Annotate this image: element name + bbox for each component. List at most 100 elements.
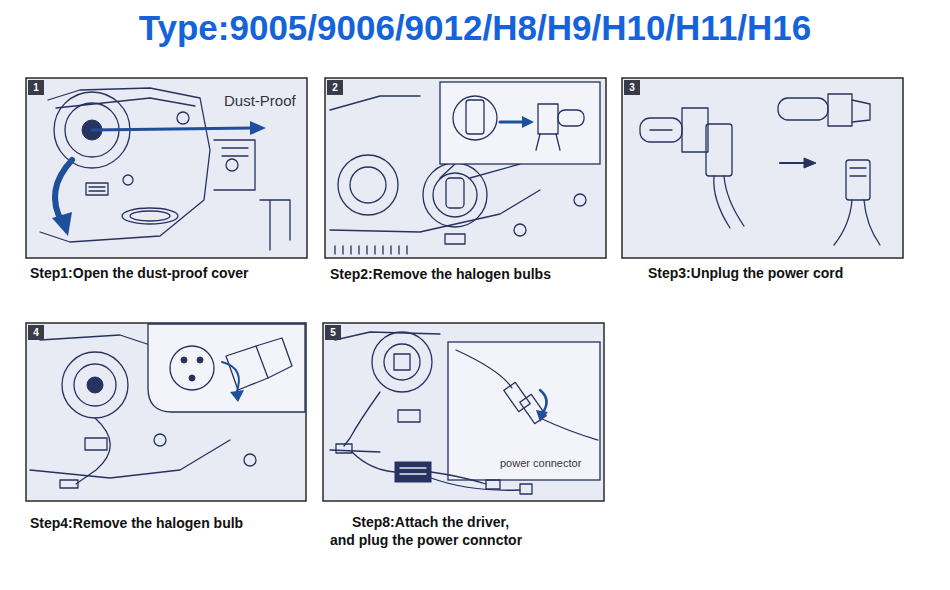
headlight-drawing bbox=[395, 462, 431, 482]
headlight-drawing bbox=[486, 480, 500, 489]
headlight-drawing bbox=[574, 194, 586, 206]
headlight-drawing bbox=[130, 211, 170, 221]
part-label: power connector bbox=[500, 456, 581, 470]
direction-arrow bbox=[52, 121, 266, 236]
headlight-drawing bbox=[154, 434, 166, 446]
step-panel: 2Step2:Remove the halogen bulbs bbox=[325, 78, 606, 288]
headlight-drawing bbox=[445, 234, 465, 244]
headlight-drawing bbox=[197, 357, 203, 363]
step-caption: Step1:Open the dust-proof cover bbox=[30, 264, 249, 282]
headlight-drawing bbox=[400, 468, 426, 474]
headlight-drawing bbox=[122, 208, 178, 224]
direction-arrow bbox=[500, 121, 524, 124]
step-caption: Step2:Remove the halogen bulbs bbox=[330, 265, 551, 283]
step-panel: 5 power connectorStep8:Attach the driver,… bbox=[323, 323, 604, 563]
headlight-drawing bbox=[226, 346, 268, 390]
headlight-drawing bbox=[89, 187, 105, 191]
headlight-drawing bbox=[440, 82, 600, 164]
callout-number: 2 bbox=[327, 80, 343, 95]
headlight-drawing bbox=[76, 418, 110, 484]
bulb-drawing bbox=[682, 108, 708, 152]
headlight-drawing bbox=[384, 344, 420, 380]
step-panel: 1Dust-ProofStep1:Open the dust-proof cov… bbox=[26, 78, 307, 288]
headlight-drawing bbox=[423, 163, 487, 227]
headlight-drawing bbox=[344, 392, 380, 446]
headlight-drawing bbox=[540, 418, 598, 440]
headlight-drawing bbox=[336, 444, 352, 453]
headlight-drawing bbox=[30, 324, 305, 488]
headlight-drawing bbox=[504, 382, 530, 411]
headlight-drawing bbox=[372, 332, 432, 392]
direction-arrow bbox=[522, 116, 534, 128]
bulb-drawing bbox=[828, 94, 852, 126]
headlight-drawing bbox=[177, 112, 189, 124]
panel-frame bbox=[622, 78, 903, 258]
direction-arrow bbox=[230, 390, 244, 402]
part-label: Dust-Proof bbox=[224, 92, 296, 110]
direction-arrow bbox=[222, 362, 244, 402]
headlight-drawing bbox=[352, 452, 520, 490]
bulb-drawing bbox=[640, 94, 880, 245]
headlight-drawing bbox=[40, 88, 290, 250]
direction-arrow bbox=[540, 390, 547, 414]
headlight-drawing bbox=[394, 354, 410, 370]
bulb-drawing bbox=[650, 129, 672, 130]
headlight-drawing bbox=[330, 332, 440, 452]
headlight-drawing bbox=[85, 438, 107, 450]
panel-frame bbox=[26, 78, 307, 258]
headlight-drawing bbox=[456, 350, 512, 388]
headlight-drawing bbox=[56, 98, 195, 108]
headlight-drawing bbox=[181, 357, 187, 363]
bulb-drawing bbox=[778, 98, 828, 120]
headlight-drawing bbox=[86, 183, 108, 195]
headlight-drawing bbox=[514, 224, 526, 236]
headlight-drawing bbox=[398, 410, 420, 422]
panel-frame bbox=[323, 323, 604, 501]
headlight-drawing bbox=[558, 110, 584, 126]
headlight-drawing bbox=[260, 200, 290, 250]
direction-arrow bbox=[55, 160, 72, 222]
step-caption: Step8:Attach the driver, and plug the po… bbox=[330, 513, 530, 549]
headlight-drawing bbox=[453, 96, 497, 140]
headlight-drawing bbox=[226, 159, 238, 171]
direction-arrow bbox=[780, 158, 816, 168]
headlight-drawing bbox=[62, 352, 128, 418]
headlight-drawing bbox=[87, 377, 103, 393]
headlight-drawing bbox=[123, 175, 133, 185]
step-panel: 4Step4:Remove the halogen bulb bbox=[26, 323, 306, 538]
headlight-drawing bbox=[338, 155, 398, 215]
headlight-drawing bbox=[214, 140, 255, 190]
headlight-drawing bbox=[74, 364, 116, 406]
callout-number: 3 bbox=[624, 80, 640, 95]
bulb-drawing bbox=[706, 124, 732, 176]
direction-arrow bbox=[804, 158, 816, 168]
headlight-drawing bbox=[244, 454, 256, 466]
headlight-drawing bbox=[466, 100, 484, 134]
panel-frame bbox=[325, 78, 606, 258]
headlight-drawing bbox=[256, 338, 292, 378]
headlight-drawing bbox=[40, 88, 210, 242]
callout-number: 1 bbox=[28, 80, 44, 95]
headlight-drawing bbox=[189, 375, 195, 381]
headlight-drawing bbox=[335, 246, 407, 254]
direction-arrow bbox=[92, 128, 252, 130]
callout-number: 4 bbox=[28, 325, 44, 340]
panel-frame bbox=[26, 78, 903, 501]
headlight-drawing bbox=[350, 167, 386, 203]
step-caption: Step4:Remove the halogen bulb bbox=[30, 514, 243, 532]
headlight-drawing bbox=[446, 178, 464, 208]
direction-arrow bbox=[222, 362, 239, 394]
bulb-drawing bbox=[834, 200, 880, 245]
panel-frame bbox=[26, 323, 306, 501]
callout-number: 5 bbox=[325, 325, 341, 340]
direction-arrow bbox=[52, 212, 72, 236]
headlight-drawing bbox=[520, 484, 532, 494]
headlight-drawing bbox=[538, 104, 558, 134]
bulb-drawing bbox=[640, 118, 682, 142]
headlight-drawing bbox=[448, 342, 600, 480]
headlight-drawing bbox=[440, 164, 520, 178]
bulb-drawing bbox=[850, 168, 866, 176]
